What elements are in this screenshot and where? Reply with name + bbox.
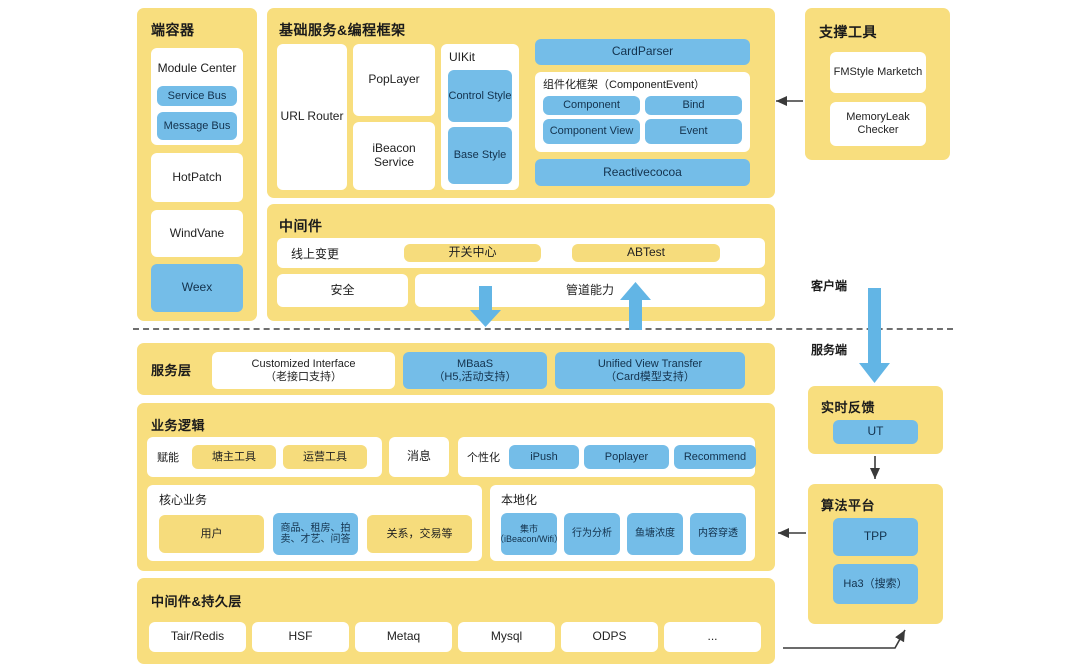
box-odps[interactable]: ODPS <box>561 622 658 652</box>
box-more[interactable]: ... <box>664 622 761 652</box>
box-metaq[interactable]: Metaq <box>355 622 452 652</box>
box-security[interactable]: 安全 <box>277 274 408 307</box>
box-customized-interface-line1: Customized Interface <box>251 357 356 370</box>
box-mbaas-line1: MBaaS <box>456 357 494 370</box>
box-message[interactable]: 消息 <box>389 437 449 477</box>
panel-algorithm-title: 算法平台 <box>821 498 876 513</box>
panel-support-tools-title: 支撑工具 <box>819 24 877 40</box>
box-unified-view-transfer-line1: Unified View Transfer <box>597 357 703 370</box>
panel-middleware-title: 中间件 <box>279 218 323 234</box>
client-server-divider <box>133 328 953 330</box>
panel-realtime-feedback-title: 实时反馈 <box>821 400 876 415</box>
box-pond-concentration[interactable]: 鱼塘浓度 <box>627 513 683 555</box>
box-url-router[interactable]: URL Router <box>277 44 347 190</box>
box-tair-redis[interactable]: Tair/Redis <box>149 622 246 652</box>
panel-containers: 端容器 Module Center Service Bus Message Bu… <box>137 8 257 321</box>
box-online-change[interactable]: 线上变更 <box>291 246 340 261</box>
box-pipeline-capability[interactable]: 管道能力 <box>415 274 765 307</box>
panel-algorithm: 算法平台 TPP Ha3（搜索） <box>808 484 943 624</box>
panel-persistence: 中间件&持久层 Tair/Redis HSF Metaq Mysql ODPS … <box>137 578 775 664</box>
panel-middleware: 中间件 线上变更 开关中心 ABTest 安全 管道能力 <box>267 204 775 321</box>
panel-support-tools: 支撑工具 FMStyle Marketch MemoryLeak Checker <box>805 8 950 160</box>
box-memoryleak-checker[interactable]: MemoryLeak Checker <box>830 102 926 146</box>
panel-base-services-title: 基础服务&编程框架 <box>279 22 406 38</box>
box-unified-view-transfer-line2: （Card模型支持） <box>605 370 695 383</box>
box-fmstyle-marketch[interactable]: FMStyle Marketch <box>830 52 926 93</box>
panel-persistence-title: 中间件&持久层 <box>151 594 242 609</box>
box-event[interactable]: Event <box>645 119 742 144</box>
panel-service-layer-title: 服务层 <box>151 363 192 378</box>
label-core-business: 核心业务 <box>159 492 208 507</box>
box-customized-interface-line2: （老接口支持） <box>265 370 342 383</box>
arrow-persistence-to-algorithm <box>783 629 906 649</box>
label-client-side: 客户端 <box>811 279 848 293</box>
label-component-framework: 组件化框架（ComponentEvent） <box>543 79 705 91</box>
box-ha3-search[interactable]: Ha3（搜索） <box>833 564 918 604</box>
label-personalization: 个性化 <box>467 452 500 464</box>
arrow-client-to-realtime-feedback <box>859 288 890 383</box>
box-pond-owner-tool[interactable]: 塘主工具 <box>192 445 276 469</box>
box-component[interactable]: Component <box>543 96 640 115</box>
panel-base-services: 基础服务&编程框架 URL Router PopLayer iBeacon Se… <box>267 8 775 198</box>
box-goods-rent-auction[interactable]: 商品、租房、拍卖、才艺、问答 <box>273 513 358 555</box>
box-control-style[interactable]: Control Style <box>448 70 512 122</box>
box-ibeacon-service[interactable]: iBeacon Service <box>353 122 435 190</box>
box-mbaas[interactable]: MBaaS （H5,活动支持） <box>403 352 547 389</box>
box-behavior-analysis[interactable]: 行为分析 <box>564 513 620 555</box>
box-poplayer-personalization[interactable]: Poplayer <box>584 445 669 469</box>
box-tpp[interactable]: TPP <box>833 518 918 556</box>
box-reactivecocoa[interactable]: Reactivecocoa <box>535 159 750 186</box>
box-content-penetration[interactable]: 内容穿透 <box>690 513 746 555</box>
box-base-style[interactable]: Base Style <box>448 127 512 184</box>
box-ut[interactable]: UT <box>833 420 918 444</box>
box-abtest[interactable]: ABTest <box>572 244 720 262</box>
box-hotpatch[interactable]: HotPatch <box>151 153 243 202</box>
panel-business-logic: 业务逻辑 赋能 塘主工具 运营工具 消息 个性化 iPush Poplayer … <box>137 403 775 571</box>
box-component-view[interactable]: Component View <box>543 119 640 144</box>
box-mysql[interactable]: Mysql <box>458 622 555 652</box>
panel-realtime-feedback: 实时反馈 UT <box>808 386 943 454</box>
box-mbaas-line2: （H5,活动支持） <box>433 370 517 383</box>
box-ipush[interactable]: iPush <box>509 445 579 469</box>
label-enable: 赋能 <box>157 452 179 464</box>
box-message-bus[interactable]: Message Bus <box>157 112 237 140</box>
panel-business-logic-title: 业务逻辑 <box>151 418 206 433</box>
box-uikit-title: UIKit <box>449 50 476 64</box>
box-recommend[interactable]: Recommend <box>674 445 756 469</box>
label-server-side: 服务端 <box>811 343 848 357</box>
panel-containers-title: 端容器 <box>151 22 195 38</box>
box-poplayer[interactable]: PopLayer <box>353 44 435 116</box>
box-user[interactable]: 用户 <box>159 515 264 553</box>
box-hsf[interactable]: HSF <box>252 622 349 652</box>
box-service-bus[interactable]: Service Bus <box>157 86 237 106</box>
box-operation-tool[interactable]: 运营工具 <box>283 445 367 469</box>
box-switch-center[interactable]: 开关中心 <box>404 244 541 262</box>
box-module-center[interactable]: Module Center <box>157 61 237 75</box>
box-unified-view-transfer[interactable]: Unified View Transfer （Card模型支持） <box>555 352 745 389</box>
box-bind[interactable]: Bind <box>645 96 742 115</box>
box-market-ibeacon-wifi[interactable]: 集市（iBeacon/Wifi） <box>495 513 563 555</box>
label-localization: 本地化 <box>501 492 538 507</box>
box-windvane[interactable]: WindVane <box>151 210 243 257</box>
box-relation-transaction[interactable]: 关系，交易等 <box>367 515 472 553</box>
box-cardparser[interactable]: CardParser <box>535 39 750 65</box>
box-weex[interactable]: Weex <box>151 264 243 312</box>
box-customized-interface[interactable]: Customized Interface （老接口支持） <box>212 352 395 389</box>
panel-service-layer: 服务层 Customized Interface （老接口支持） MBaaS （… <box>137 343 775 395</box>
